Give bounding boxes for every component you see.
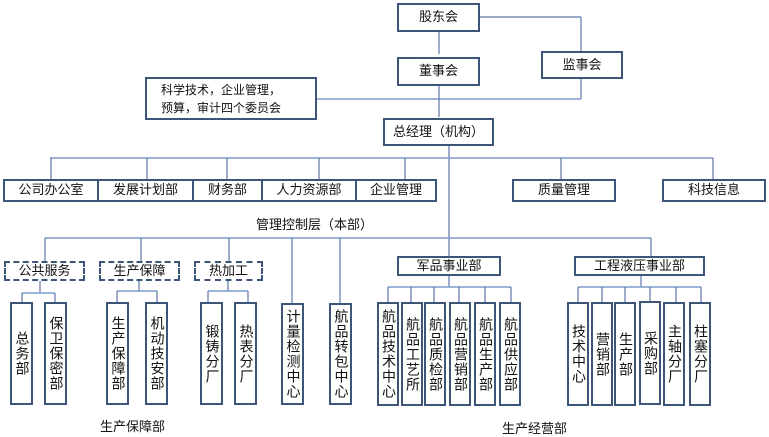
unit-label: 锻铸分厂	[203, 323, 220, 384]
unit-label: 航品生产部	[477, 316, 493, 392]
unit-military-tech: 航品技术中心	[377, 302, 399, 406]
management-layer-label: 管理控制层（本部）	[256, 218, 374, 233]
unit-transfer-center: 航品转包中心	[329, 303, 352, 405]
general-manager-box: 总经理（机构）	[383, 118, 494, 146]
unit-military-qc: 航品质检部	[424, 302, 446, 406]
dept-office-label: 公司办公室	[18, 183, 84, 198]
dept-planning-label: 发展计划部	[112, 183, 178, 198]
committees-line-1: 科学技术，企业管理，	[161, 82, 282, 97]
unit-mechanical-safety: 机动技安部	[145, 302, 168, 405]
quality-mgmt-label: 质量管理	[537, 183, 590, 198]
board-box: 董事会	[397, 57, 480, 86]
dept-enterprise-mgmt-box: 企业管理	[355, 179, 437, 202]
unit-label: 保卫保密部	[47, 316, 64, 391]
unit-production-support: 生产保障部	[106, 302, 129, 405]
unit-label: 柱塞分厂	[692, 324, 708, 384]
tech-info-box: 科技信息	[662, 179, 766, 202]
unit-spindle-factory: 主轴分厂	[663, 302, 685, 406]
dept-enterprise-mgmt-label: 企业管理	[369, 183, 422, 198]
unit-hydraulic-purchasing: 采购部	[639, 301, 661, 405]
dept-finance-box: 财务部	[192, 179, 263, 202]
supervisors-label: 监事会	[562, 57, 602, 73]
production-operations-section-label: 生产经营部	[502, 422, 568, 437]
general-manager-label: 总经理（机构）	[392, 124, 484, 140]
unit-hydraulic-marketing: 营销部	[591, 302, 613, 406]
group-production-support-label: 生产保障	[113, 263, 166, 279]
group-hydraulic-label: 工程液压事业部	[593, 258, 685, 274]
unit-label: 生产部	[617, 331, 633, 377]
unit-metrology-center: 计量检测中心	[281, 303, 304, 405]
dept-hr-box: 人力资源部	[261, 179, 357, 202]
group-military-label: 军品事业部	[416, 258, 482, 274]
unit-hydraulic-production: 生产部	[614, 302, 636, 406]
group-hot-processing: 热加工	[194, 261, 263, 281]
unit-label: 生产保障部	[109, 316, 126, 391]
group-hot-processing-label: 热加工	[208, 263, 248, 279]
unit-label: 营销部	[594, 331, 610, 377]
shareholders-box: 股东会	[397, 3, 480, 32]
unit-label: 主轴分厂	[666, 324, 682, 384]
unit-security: 保卫保密部	[44, 302, 67, 405]
tech-info-label: 科技信息	[687, 183, 740, 198]
committees-box: 科学技术，企业管理， 预算，审计四个委员会	[145, 77, 317, 120]
unit-label: 热表分厂	[237, 323, 254, 384]
dept-hr-label: 人力资源部	[276, 183, 342, 198]
unit-heat-surface: 热表分厂	[234, 302, 257, 405]
unit-military-supply: 航品供应部	[499, 302, 521, 406]
group-hydraulic: 工程液压事业部	[574, 256, 705, 276]
unit-label: 技术中心	[570, 324, 586, 384]
unit-forging-casting: 锻铸分厂	[200, 302, 223, 405]
quality-mgmt-box: 质量管理	[512, 179, 616, 202]
unit-general-affairs: 总务部	[10, 302, 33, 405]
shareholders-label: 股东会	[418, 10, 458, 25]
unit-hydraulic-tech: 技术中心	[567, 302, 589, 406]
unit-label: 机动技安部	[148, 316, 165, 391]
group-public-service-label: 公共服务	[18, 263, 71, 279]
unit-label: 航品供应部	[502, 316, 518, 392]
board-label: 董事会	[418, 64, 458, 79]
unit-label: 航品营销部	[452, 316, 468, 392]
dept-office-box: 公司办公室	[3, 179, 99, 202]
unit-plunger-factory: 柱塞分厂	[689, 302, 711, 406]
committees-line-2: 预算，审计四个委员会	[161, 100, 282, 115]
dept-planning-box: 发展计划部	[97, 179, 194, 202]
group-production-support: 生产保障	[99, 261, 180, 281]
unit-military-marketing: 航品营销部	[449, 302, 471, 406]
unit-label: 航品质检部	[427, 316, 443, 392]
unit-military-process: 航品工艺所	[401, 302, 423, 406]
group-military: 军品事业部	[397, 256, 501, 276]
unit-label: 航品技术中心	[380, 309, 396, 399]
unit-label: 航品工艺所	[404, 316, 420, 392]
group-public-service: 公共服务	[4, 261, 85, 281]
unit-label: 采购部	[642, 330, 658, 376]
unit-label: 航品转包中心	[332, 309, 349, 399]
unit-military-production: 航品生产部	[474, 302, 496, 406]
dept-finance-label: 财务部	[207, 183, 247, 198]
unit-label: 计量检测中心	[284, 309, 301, 399]
supervisors-box: 监事会	[541, 51, 623, 79]
unit-label: 总务部	[13, 331, 30, 376]
production-support-section-label: 生产保障部	[100, 420, 166, 435]
